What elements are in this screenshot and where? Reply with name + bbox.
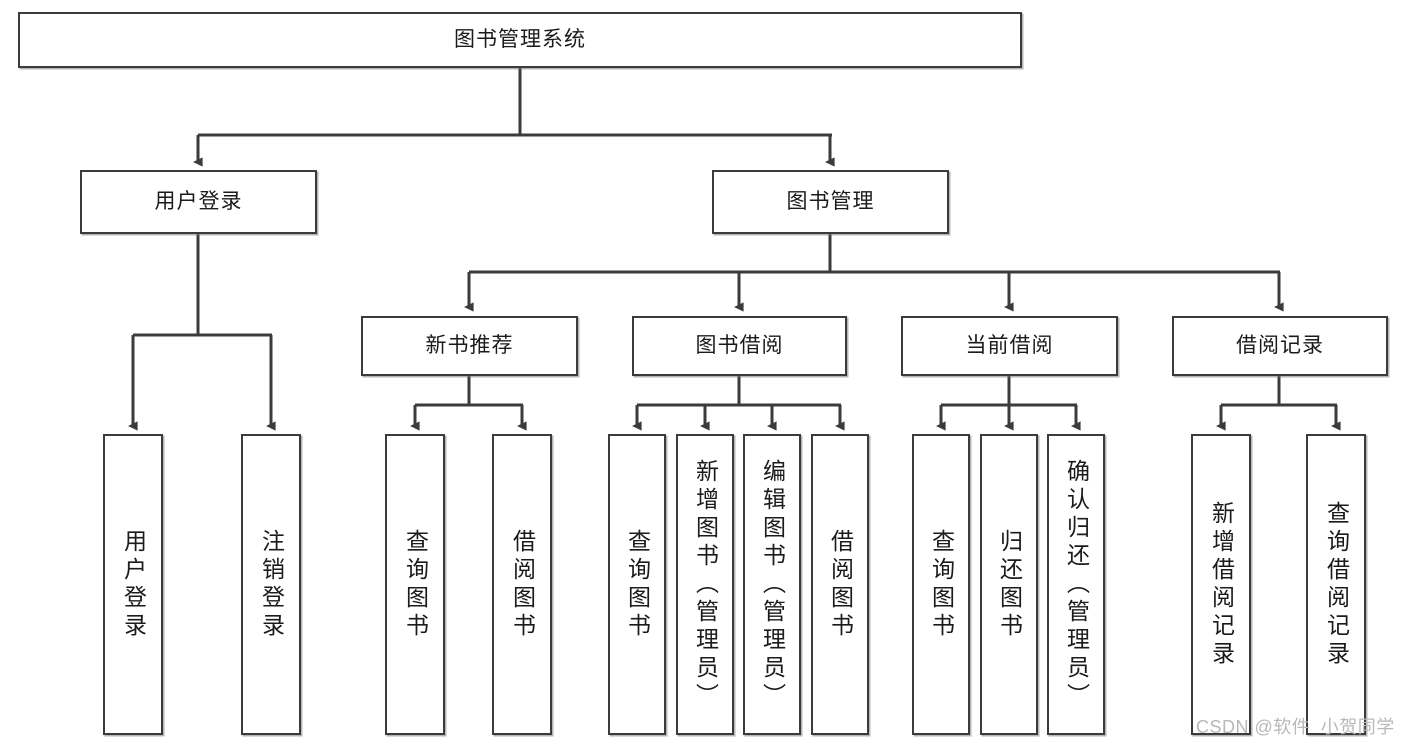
node-leaf-cb-confirm-return[interactable]: 确认归还（管理员）	[1047, 434, 1105, 735]
node-leaf-bb-edit-book-label: 编辑图书（管理员）	[759, 458, 786, 711]
node-book-management-label: 图书管理	[786, 189, 875, 213]
node-leaf-bb-add-book[interactable]: 新增图书（管理员）	[676, 434, 734, 735]
node-leaf-bb-borrow-book[interactable]: 借阅图书	[811, 434, 869, 735]
node-book-management[interactable]: 图书管理	[712, 170, 949, 234]
node-leaf-bb-query-book[interactable]: 查询图书	[608, 434, 666, 735]
node-leaf-br-query-record-label: 查询借阅记录	[1323, 500, 1350, 669]
node-leaf-cb-confirm-return-label: 确认归还（管理员）	[1063, 458, 1090, 711]
node-leaf-br-add-record-label: 新增借阅记录	[1208, 500, 1235, 669]
node-borrow-record-label: 借阅记录	[1236, 333, 1324, 357]
node-leaf-logout-label: 注销登录	[258, 528, 285, 641]
node-root[interactable]: 图书管理系统	[18, 12, 1022, 68]
node-leaf-br-query-record[interactable]: 查询借阅记录	[1306, 434, 1366, 735]
node-leaf-user-login-label: 用户登录	[120, 528, 147, 641]
node-leaf-user-login[interactable]: 用户登录	[103, 434, 163, 735]
node-leaf-bb-query-book-label: 查询图书	[624, 528, 651, 641]
node-leaf-nb-borrow-book-label: 借阅图书	[509, 528, 536, 641]
node-leaf-nb-query-book-label: 查询图书	[402, 528, 429, 641]
node-leaf-cb-query-book-label: 查询图书	[928, 528, 955, 641]
node-leaf-nb-query-book[interactable]: 查询图书	[385, 434, 445, 735]
node-new-book-recommend-label: 新书推荐	[425, 333, 514, 357]
node-root-label: 图书管理系统	[454, 27, 586, 51]
node-leaf-bb-edit-book[interactable]: 编辑图书（管理员）	[743, 434, 801, 735]
node-book-borrow[interactable]: 图书借阅	[632, 316, 847, 376]
node-leaf-bb-add-book-label: 新增图书（管理员）	[692, 458, 719, 711]
node-leaf-cb-return-book[interactable]: 归还图书	[980, 434, 1038, 735]
node-leaf-bb-borrow-book-label: 借阅图书	[827, 528, 854, 641]
watermark: CSDN @软件_小贺同学	[1196, 717, 1395, 737]
node-leaf-cb-return-book-label: 归还图书	[996, 528, 1023, 641]
node-user-login-label: 用户登录	[154, 189, 243, 213]
node-leaf-cb-query-book[interactable]: 查询图书	[912, 434, 970, 735]
node-borrow-record[interactable]: 借阅记录	[1172, 316, 1388, 376]
node-leaf-logout[interactable]: 注销登录	[241, 434, 301, 735]
node-new-book-recommend[interactable]: 新书推荐	[361, 316, 578, 376]
node-current-borrow[interactable]: 当前借阅	[901, 316, 1118, 376]
node-leaf-nb-borrow-book[interactable]: 借阅图书	[492, 434, 552, 735]
node-user-login[interactable]: 用户登录	[80, 170, 317, 234]
node-leaf-br-add-record[interactable]: 新增借阅记录	[1191, 434, 1251, 735]
node-book-borrow-label: 图书借阅	[695, 333, 784, 357]
node-current-borrow-label: 当前借阅	[965, 333, 1054, 357]
